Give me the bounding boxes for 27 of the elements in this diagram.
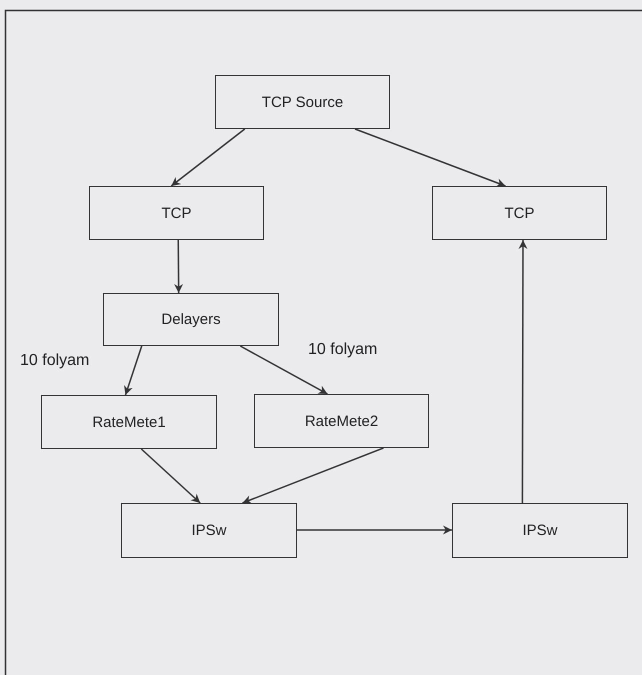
process-box bbox=[452, 503, 628, 558]
process-box bbox=[254, 394, 429, 448]
box-label: IPSw bbox=[191, 522, 226, 539]
process-box bbox=[89, 186, 264, 240]
box-label: TCP bbox=[162, 204, 192, 222]
arrow bbox=[174, 240, 184, 293]
edge-label: 10 folyam bbox=[18, 352, 92, 370]
box-label: RateMete2 bbox=[304, 412, 378, 430]
arrow bbox=[518, 240, 528, 503]
box-label: IPSw bbox=[522, 522, 558, 539]
box-label: RateMete1 bbox=[92, 414, 166, 430]
arrow bbox=[124, 346, 142, 396]
arrow bbox=[242, 447, 384, 504]
process-box bbox=[215, 75, 390, 129]
process-box bbox=[121, 503, 297, 558]
arrow bbox=[354, 128, 506, 188]
box-label: Delayers bbox=[161, 311, 221, 328]
arrow bbox=[240, 345, 328, 395]
box-label: TCP Source bbox=[262, 94, 344, 110]
arrow bbox=[297, 525, 452, 534]
arrow bbox=[170, 128, 246, 187]
edge-label: 10 folyam bbox=[306, 341, 380, 359]
process-box bbox=[103, 293, 279, 346]
process-box bbox=[41, 395, 217, 449]
process-box bbox=[432, 186, 607, 240]
arrow bbox=[140, 448, 201, 504]
box-label: TCP bbox=[504, 204, 534, 222]
